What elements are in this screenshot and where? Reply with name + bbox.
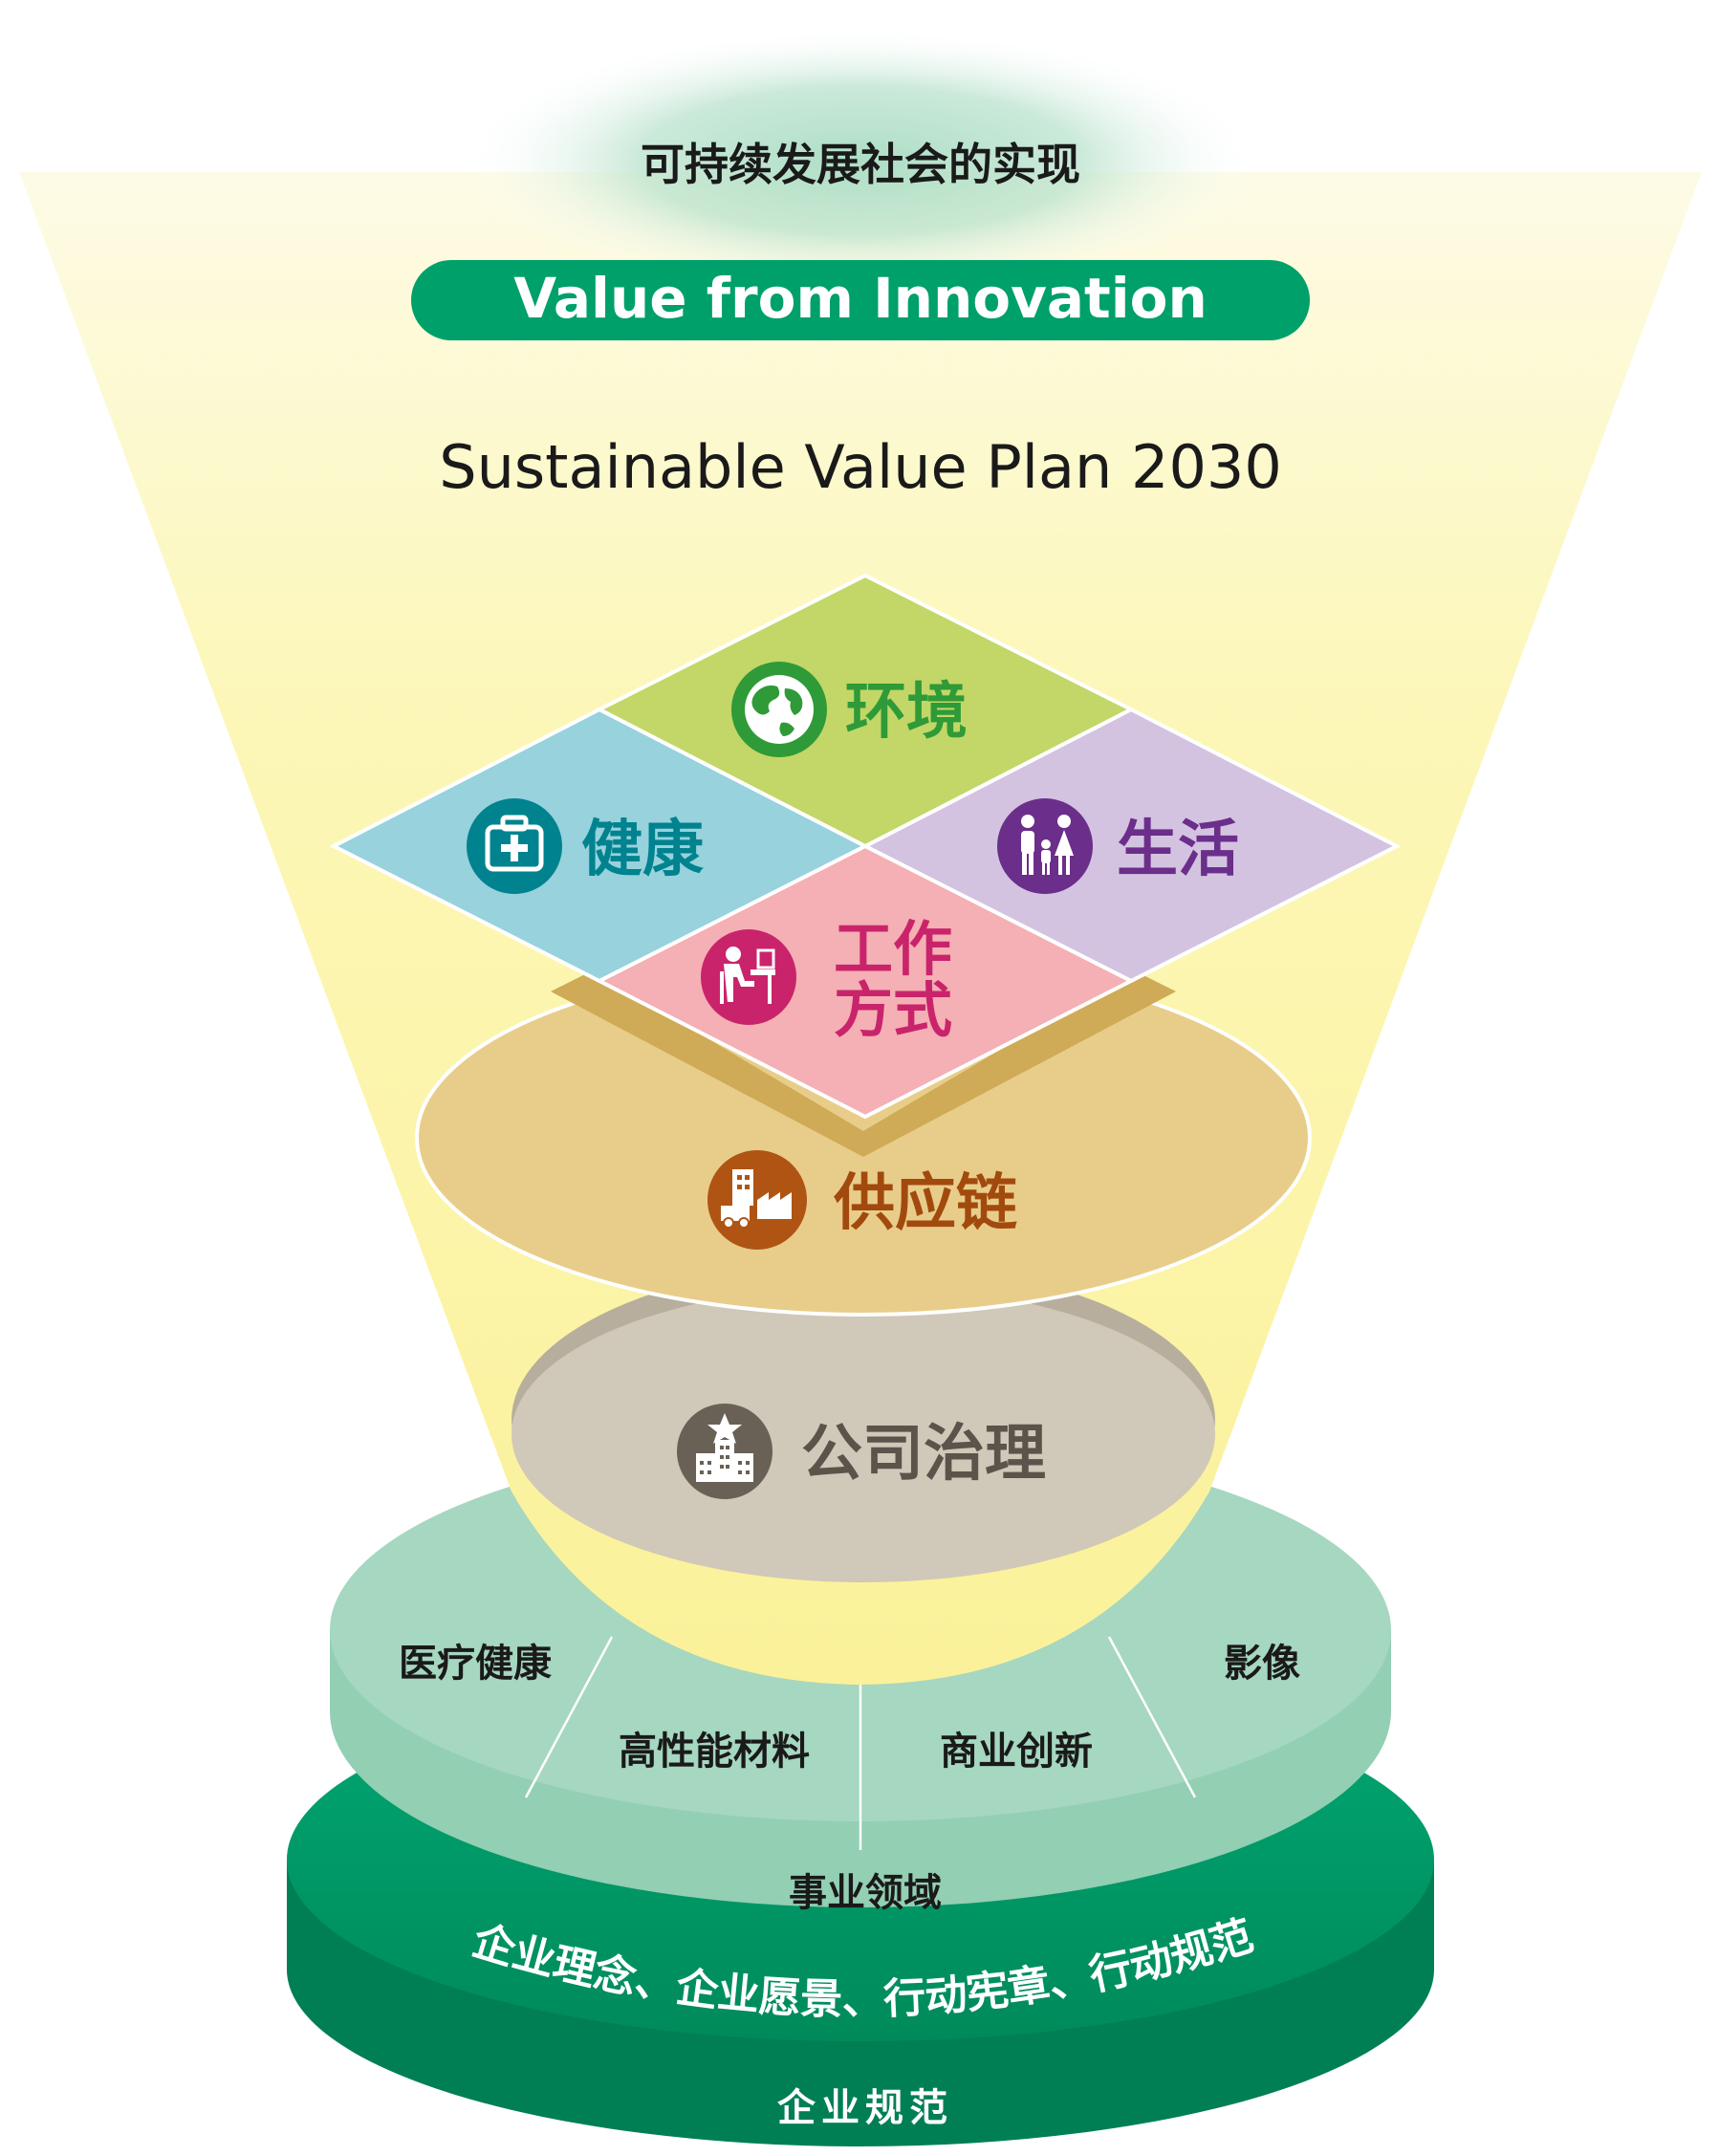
value-banner (411, 260, 1310, 340)
domain-imaging: 影像 (1224, 1642, 1300, 1686)
person-at-desk-icon (701, 929, 796, 1025)
living-label: 生活 (1117, 815, 1239, 885)
work-diamond (595, 843, 1136, 1120)
plan-title: Sustainable Value Plan 2030 (439, 432, 1282, 502)
goal-glow (459, 27, 1262, 294)
work-label-line2: 方式 (834, 975, 952, 1045)
domain-divider (1107, 1636, 1197, 1798)
domain-materials: 高性能材料 (619, 1730, 810, 1774)
foundation-label: 企业规范 (777, 2086, 953, 2130)
domain-business-innovation: 商业创新 (940, 1730, 1093, 1774)
environment-label: 环境 (845, 677, 968, 748)
governance-layer (511, 1262, 1215, 1582)
medical-kit-icon (467, 798, 562, 894)
office-building-star-icon (677, 1404, 772, 1499)
domain-divider (524, 1636, 614, 1798)
governance-label: 公司治理 (801, 1419, 1046, 1490)
factory-truck-icon (707, 1150, 807, 1250)
health-label: 健康 (581, 815, 704, 885)
business-domain-label: 事业领域 (789, 1871, 942, 1915)
globe-icon (731, 662, 827, 757)
work-label-line1: 工作 (834, 914, 952, 984)
family-icon (997, 798, 1093, 894)
supply-chain-label: 供应链 (834, 1168, 1017, 1239)
value-banner-text: Value from Innovation (513, 266, 1208, 331)
domain-medical: 医疗健康 (399, 1642, 552, 1686)
goal-title: 可持续发展社会的实现 (641, 139, 1080, 190)
